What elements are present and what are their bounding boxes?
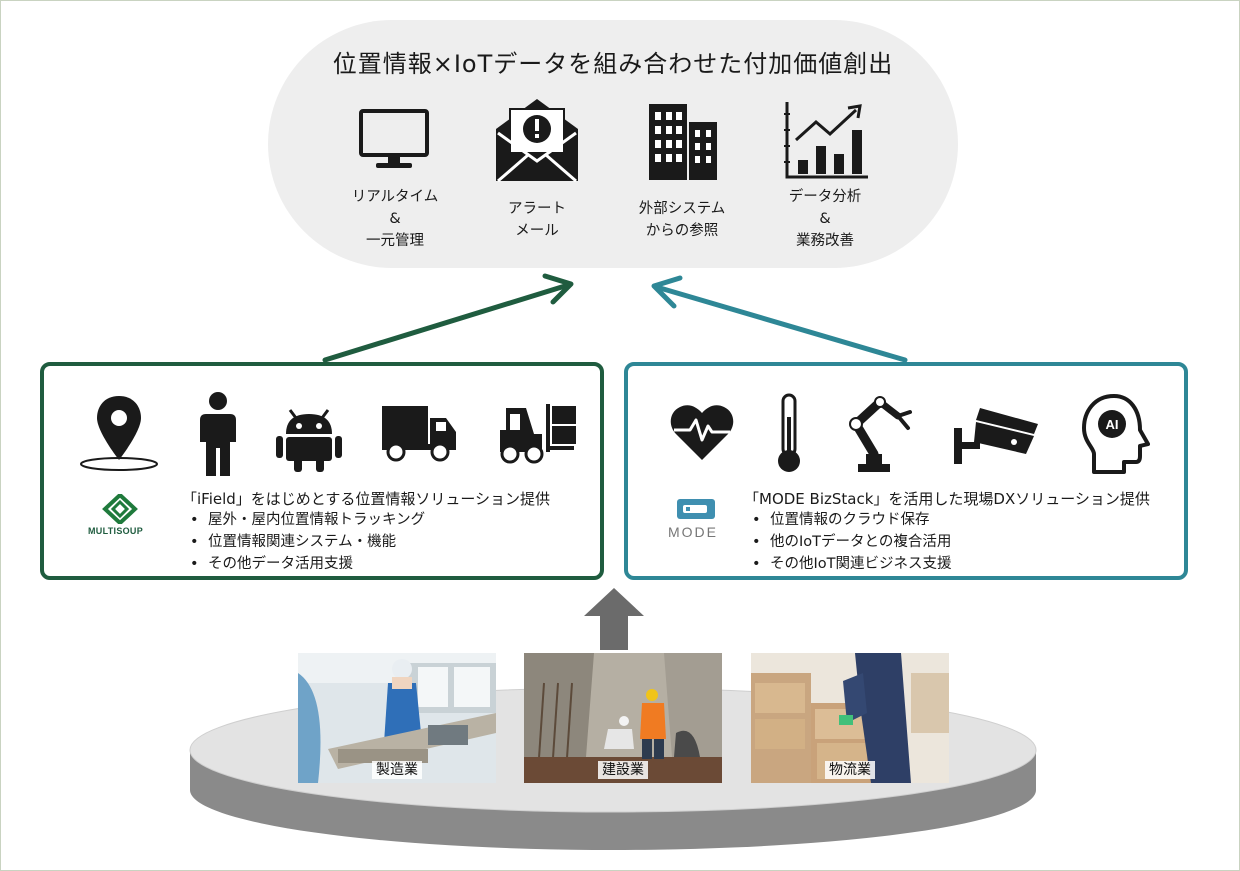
mode-logo-mark xyxy=(677,499,715,519)
benefit-label-alert: アラートメール xyxy=(508,201,566,239)
building-icon xyxy=(649,104,717,180)
construction-site-photo: 建設業 xyxy=(524,653,722,783)
location-solution-list: 屋外・屋内位置情報トラッキング 位置情報関連システム・機能 その他データ活用支援 xyxy=(186,509,425,575)
iot-solution-list: 位置情報のクラウド保存 他のIoTデータとの複合活用 その他IoT関連ビジネス支… xyxy=(748,509,952,575)
list-item: 位置情報のクラウド保存 xyxy=(748,509,952,531)
multisoup-logo-text: MULTISOUP xyxy=(88,526,144,536)
iot-solution-title: 「MODE BizStack」を活用した現場DXソリューション提供 xyxy=(744,490,1150,508)
ai-head-icon: AI xyxy=(1082,394,1150,474)
benefit-label-realtime: リアルタイム&一元管理 xyxy=(351,189,439,249)
mode-logo-text: MODE xyxy=(668,524,718,540)
diagram-title: 位置情報×IoTデータを組み合わせた付加価値創出 xyxy=(332,50,894,78)
person-icon xyxy=(200,392,236,476)
list-item: 位置情報関連システム・機能 xyxy=(186,531,425,553)
warehouse-worker-photo: 物流業 xyxy=(751,653,949,783)
list-item: 他のIoTデータとの複合活用 xyxy=(748,531,952,553)
robot-arm-icon xyxy=(849,396,912,472)
industry-label-logistics: 物流業 xyxy=(751,759,949,779)
android-icon xyxy=(276,409,342,472)
security-camera-icon xyxy=(954,408,1038,464)
list-item: 屋外・屋内位置情報トラッキング xyxy=(186,509,425,531)
location-solution-title: 「iField」をはじめとする位置情報ソリューション提供 xyxy=(182,490,551,508)
truck-icon xyxy=(382,406,456,462)
benefit-label-analysis: データ分析&業務改善 xyxy=(788,189,862,249)
thermometer-icon xyxy=(778,393,800,472)
up-arrow xyxy=(584,588,644,650)
industry-label-construction: 建設業 xyxy=(524,759,722,779)
growth-chart-icon xyxy=(784,102,868,179)
industry-label-manufacturing: 製造業 xyxy=(298,759,496,779)
list-item: その他IoT関連ビジネス支援 xyxy=(748,553,952,575)
teal-arrow xyxy=(651,275,908,363)
svg-text:AI: AI xyxy=(1106,417,1119,432)
factory-worker-photo: 製造業 xyxy=(298,653,496,783)
benefit-label-external: 外部システムからの参照 xyxy=(638,201,726,239)
monitor-icon xyxy=(359,109,429,168)
heart-rate-icon xyxy=(670,405,734,460)
forklift-icon xyxy=(500,404,576,464)
location-pin-icon xyxy=(80,396,158,471)
multisoup-logo-mark xyxy=(102,494,138,524)
value-creation-pill xyxy=(268,20,958,268)
list-item: その他データ活用支援 xyxy=(186,553,425,575)
green-arrow xyxy=(322,273,574,363)
alert-mail-icon xyxy=(496,99,578,183)
